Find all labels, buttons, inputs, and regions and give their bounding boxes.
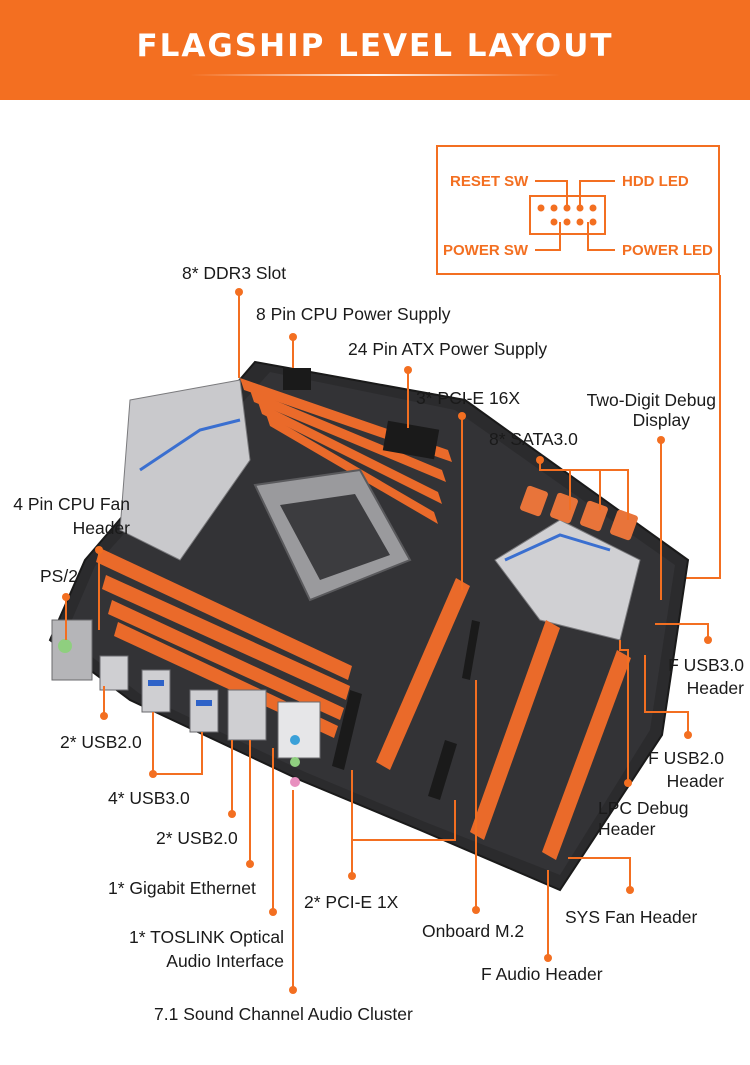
pcie16-slots [376,578,631,860]
chipset-heatsink [494,519,641,641]
leader-dots [62,288,712,994]
label-audio-cluster: 7.1 Sound Channel Audio Cluster [154,1004,413,1024]
label-sys-fan: SYS Fan Header [565,907,698,927]
label-f-usb2-2: Header [666,771,724,791]
sata-ports [520,485,638,541]
banner-title: FLAGSHIP LEVEL LAYOUT [136,28,614,64]
label-f-usb3-2: Header [686,678,744,698]
label-toslink-1: 1* TOSLINK Optical [129,927,284,947]
power-sw-label: POWER SW [443,242,528,259]
pcie1-slots [332,690,457,800]
label-usb2-a: 2* USB2.0 [60,732,142,752]
label-f-usb2-1: F USB2.0 [648,748,724,768]
label-ps2: PS/2 [40,566,78,586]
label-f-audio: F Audio Header [481,964,603,984]
hdd-led-label: HDD LED [622,173,689,190]
label-f-usb3-1: F USB3.0 [668,655,744,675]
label-cpu-fan-2: Header [72,518,130,538]
cpu-socket [253,468,412,602]
label-cpu-fan-1: 4 Pin CPU Fan [13,494,130,514]
m2-slot [462,620,480,680]
title-banner: FLAGSHIP LEVEL LAYOUT [0,0,750,100]
atx-power-connector [382,420,440,460]
label-pcie1: 2* PCI-E 1X [304,892,399,912]
label-pcie16: 3* PCI-E 16X [416,388,521,408]
label-cpu-power: 8 Pin CPU Power Supply [256,304,451,324]
front-panel-header-diagram [436,145,720,275]
cpu-power-connector [283,368,311,390]
label-ddr3-slot: 8* DDR3 Slot [182,263,287,283]
label-debug-display-1: Two-Digit Debug [586,390,716,410]
leader-lines [65,292,709,990]
banner-underline [190,74,560,76]
label-debug-display-2: Display [632,410,690,430]
label-lpc-2: Header [598,819,656,839]
power-led-label: POWER LED [622,242,713,259]
label-sata: 8* SATA3.0 [489,429,578,449]
label-lpc-1: LPC Debug [598,798,689,818]
label-atx-power: 24 Pin ATX Power Supply [348,339,548,359]
panel-pin-diagram [529,180,721,579]
reset-sw-label: RESET SW [450,173,529,190]
label-toslink-2: Audio Interface [166,951,284,971]
label-usb2-b: 2* USB2.0 [156,828,238,848]
label-usb3: 4* USB3.0 [108,788,190,808]
label-ethernet: 1* Gigabit Ethernet [108,878,256,898]
ddr3-slots-left [96,548,352,738]
rear-io [51,619,321,787]
label-m2: Onboard M.2 [422,921,525,941]
